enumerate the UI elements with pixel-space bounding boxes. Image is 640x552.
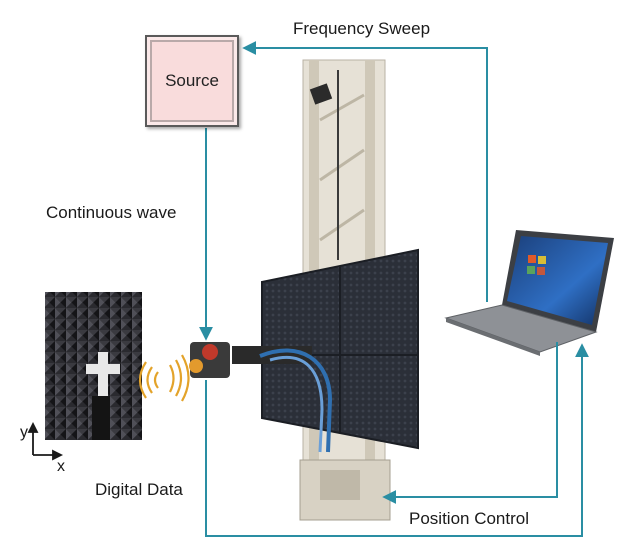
digital-data-label: Digital Data [95,480,183,499]
frequency-sweep-line [242,41,488,302]
y-axis-label: y [20,424,28,441]
absorber-panel [261,248,419,450]
digital-data-line [205,343,589,537]
continuous-wave-label: Continuous wave [46,203,177,222]
x-axis-label: x [57,458,65,475]
position-control-line [382,342,558,504]
source-label: Source [165,71,219,90]
target-absorber-wall [45,292,142,440]
signal-lines [199,41,589,537]
xy-axes-icon [27,421,64,461]
source-box: Source [145,35,239,127]
laptop [444,230,614,356]
frequency-sweep-label: Frequency Sweep [293,19,431,38]
wave-icon [138,354,190,402]
position-control-label: Position Control [409,509,530,528]
probe-antenna [189,342,333,453]
